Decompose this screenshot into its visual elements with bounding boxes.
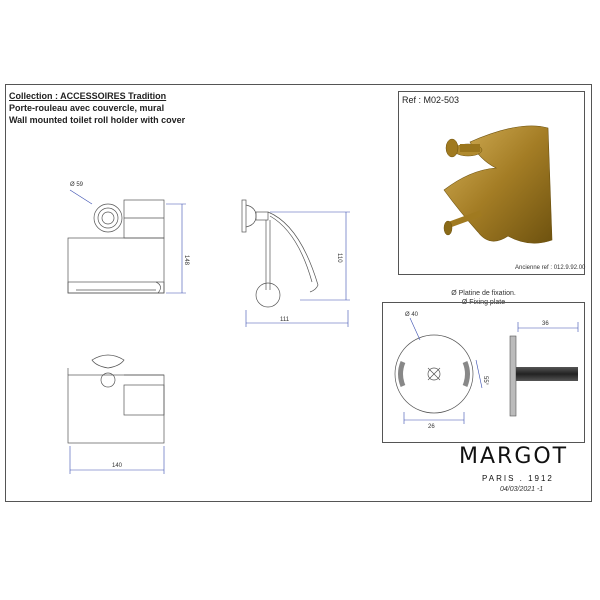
render-rosette — [445, 138, 459, 158]
side-view — [241, 199, 319, 308]
front-rosette-outer — [93, 203, 123, 233]
dim-top-width: 140 — [112, 463, 123, 469]
reference-label: Ref : M02-503 — [402, 95, 460, 105]
screw-plate-edge — [509, 335, 517, 417]
brand-subtitle: PARIS . 1912 — [482, 474, 554, 483]
top-cover-top — [123, 384, 165, 416]
side-rosette — [245, 204, 257, 228]
front-view — [67, 199, 165, 294]
side-dimensions — [245, 211, 350, 327]
fixing-screw — [509, 335, 578, 417]
collection-label: Collection : ACCESSOIRES Tradition — [9, 91, 167, 101]
dim-side-height: 110 — [336, 253, 342, 263]
fixing-plate-dimensions — [403, 317, 579, 424]
title-french: Porte-rouleau avec couvercle, mural — [9, 103, 165, 113]
top-dimensions — [69, 446, 165, 474]
plate-slot-left — [398, 361, 406, 387]
plate-outer-circle — [394, 334, 474, 414]
dim-plate-spacing: 26 — [428, 424, 435, 430]
front-cover-body — [67, 237, 165, 294]
dim-screw-length: 36 — [542, 321, 549, 327]
top-view — [67, 354, 165, 444]
brand-logo: MARGOT — [459, 444, 569, 469]
dim-front-diameter: Ø 59 — [70, 182, 84, 188]
reference-render-panel — [398, 91, 585, 275]
plate-slot-right — [462, 361, 470, 387]
fixing-plate-title-fr: Ø Platine de fixation. — [451, 290, 516, 297]
screw-thread — [516, 367, 578, 381]
drawing-sheet-border — [5, 84, 592, 502]
side-roll-end — [255, 282, 281, 308]
render-arm — [448, 210, 483, 228]
render-cover — [443, 125, 553, 244]
dim-front-height: 148 — [183, 255, 189, 266]
fixing-plate-panel — [382, 302, 585, 443]
front-dimensions — [69, 189, 186, 294]
dim-plate-slot: 55° — [482, 376, 488, 386]
front-rosette-inner — [101, 211, 115, 225]
old-reference-label: Ancienne ref : 012.9.92.00 — [515, 265, 586, 271]
reference-render — [443, 125, 553, 244]
fixing-plate-drawing — [394, 334, 474, 414]
front-rosette-mid — [97, 207, 119, 229]
side-wall-plate — [241, 199, 247, 233]
drawing-date: 04/03/2021 -1 — [500, 486, 544, 493]
title-block: Collection : ACCESSOIRES Tradition Porte… — [9, 90, 185, 126]
plate-center-hole — [427, 367, 441, 381]
dim-side-depth: 111 — [280, 317, 290, 323]
top-rosette — [91, 354, 125, 369]
side-cover-curve — [267, 211, 319, 293]
title-english: Wall mounted toilet roll holder with cov… — [9, 115, 186, 125]
dim-plate-diameter: Ø 40 — [405, 312, 419, 318]
front-cover-top — [123, 199, 165, 239]
